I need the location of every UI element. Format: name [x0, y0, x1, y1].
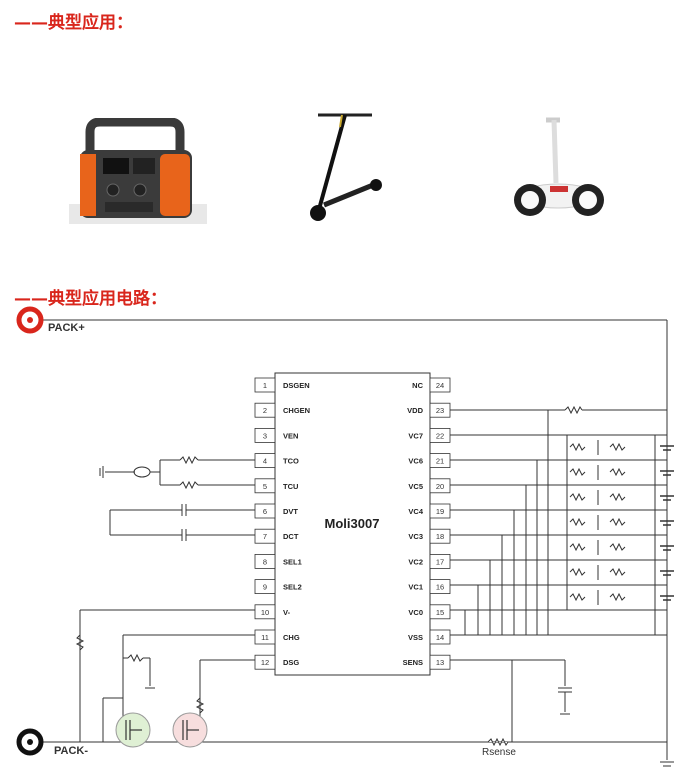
pin-box-left: [254, 402, 276, 418]
pin-name: VC7: [408, 431, 423, 440]
pin-box-left: [254, 604, 276, 620]
pin-box-right: [429, 604, 451, 620]
pin-name: TCO: [283, 457, 299, 466]
pin-number: 2: [263, 406, 267, 415]
electric-scooter-icon: [310, 113, 382, 221]
pin-box-right: [429, 453, 451, 469]
pin-number: 13: [436, 658, 444, 667]
pack-plus-label: PACK+: [48, 322, 85, 334]
pin-number: 24: [436, 381, 444, 390]
pin-name: DVT: [283, 507, 298, 516]
pin-number: 6: [263, 507, 267, 516]
pin-name: SENS: [403, 658, 423, 667]
pin-number: 18: [436, 532, 444, 541]
pin-name: DSGEN: [283, 381, 310, 390]
pin-number: 15: [436, 608, 444, 617]
pin-number: 17: [436, 557, 444, 566]
pin-box-right: [429, 377, 451, 393]
pin-number: 3: [263, 431, 267, 440]
pin-box-left: [254, 503, 276, 519]
pin-number: 16: [436, 583, 444, 592]
pack-minus-label: PACK-: [54, 745, 88, 757]
pin-number: 8: [263, 557, 267, 566]
pin-box-right: [429, 629, 451, 645]
pin-name: SEL1: [283, 557, 302, 566]
pin-box-left: [254, 554, 276, 569]
pin-box-left: [254, 427, 276, 443]
pin-number: 22: [436, 431, 444, 440]
pin-number: 7: [263, 532, 267, 541]
pin-number: 21: [436, 457, 444, 466]
pin-number: 10: [261, 608, 269, 617]
pin-box-left: [254, 629, 276, 645]
pin-name: CHG: [283, 633, 300, 642]
pin-name: VC3: [408, 532, 423, 541]
pin-box-left: [254, 478, 276, 494]
chip-name: Moli3007: [325, 516, 380, 531]
pin-box-left: [254, 579, 276, 594]
pin-name: VC6: [408, 457, 423, 466]
pin-number: 11: [261, 633, 269, 642]
pin-name: TCU: [283, 482, 298, 491]
portable-power-station-icon: [69, 118, 207, 224]
pin-name: DCT: [283, 532, 299, 541]
pin-box-left: [254, 654, 276, 670]
pin-box-right: [429, 579, 451, 594]
pin-number: 19: [436, 507, 444, 516]
pin-box-left: [254, 528, 276, 544]
pin-name: VEN: [283, 431, 298, 440]
pin-name: CHGEN: [283, 406, 310, 415]
pin-name: VDD: [407, 406, 423, 415]
pin-box-right: [429, 478, 451, 494]
pin-number: 1: [263, 381, 267, 390]
pin-box-right: [429, 528, 451, 544]
pin-name: V-: [283, 608, 291, 617]
pin-number: 5: [263, 482, 267, 491]
pin-number: 9: [263, 583, 267, 592]
pin-number: 4: [263, 457, 267, 466]
pin-name: DSG: [283, 658, 299, 667]
pin-number: 12: [261, 658, 269, 667]
pin-box-right: [429, 554, 451, 569]
pin-name: NC: [412, 381, 423, 390]
pin-box-left: [254, 377, 276, 393]
pin-box-right: [429, 503, 451, 519]
pin-box-right: [429, 427, 451, 443]
circuit-title: ——典型应用电路：: [14, 289, 167, 309]
pin-name: VC2: [408, 557, 423, 566]
pin-box-left: [254, 453, 276, 469]
pin-number: 23: [436, 406, 444, 415]
pin-name: VC5: [408, 482, 423, 491]
self-balancing-scooter-icon: [514, 117, 604, 216]
pin-name: SEL2: [283, 583, 302, 592]
applications-title: ——典型应用：: [14, 13, 133, 33]
pin-box-right: [429, 654, 451, 670]
rsense-label: Rsense: [482, 747, 516, 758]
chip-body: [274, 372, 431, 676]
pin-name: VC1: [408, 583, 423, 592]
pin-name: VC0: [408, 608, 423, 617]
pin-number: 14: [436, 633, 444, 642]
pin-name: VSS: [408, 633, 423, 642]
pin-number: 20: [436, 482, 444, 491]
pin-name: VC4: [408, 507, 423, 516]
pin-box-right: [429, 402, 451, 418]
